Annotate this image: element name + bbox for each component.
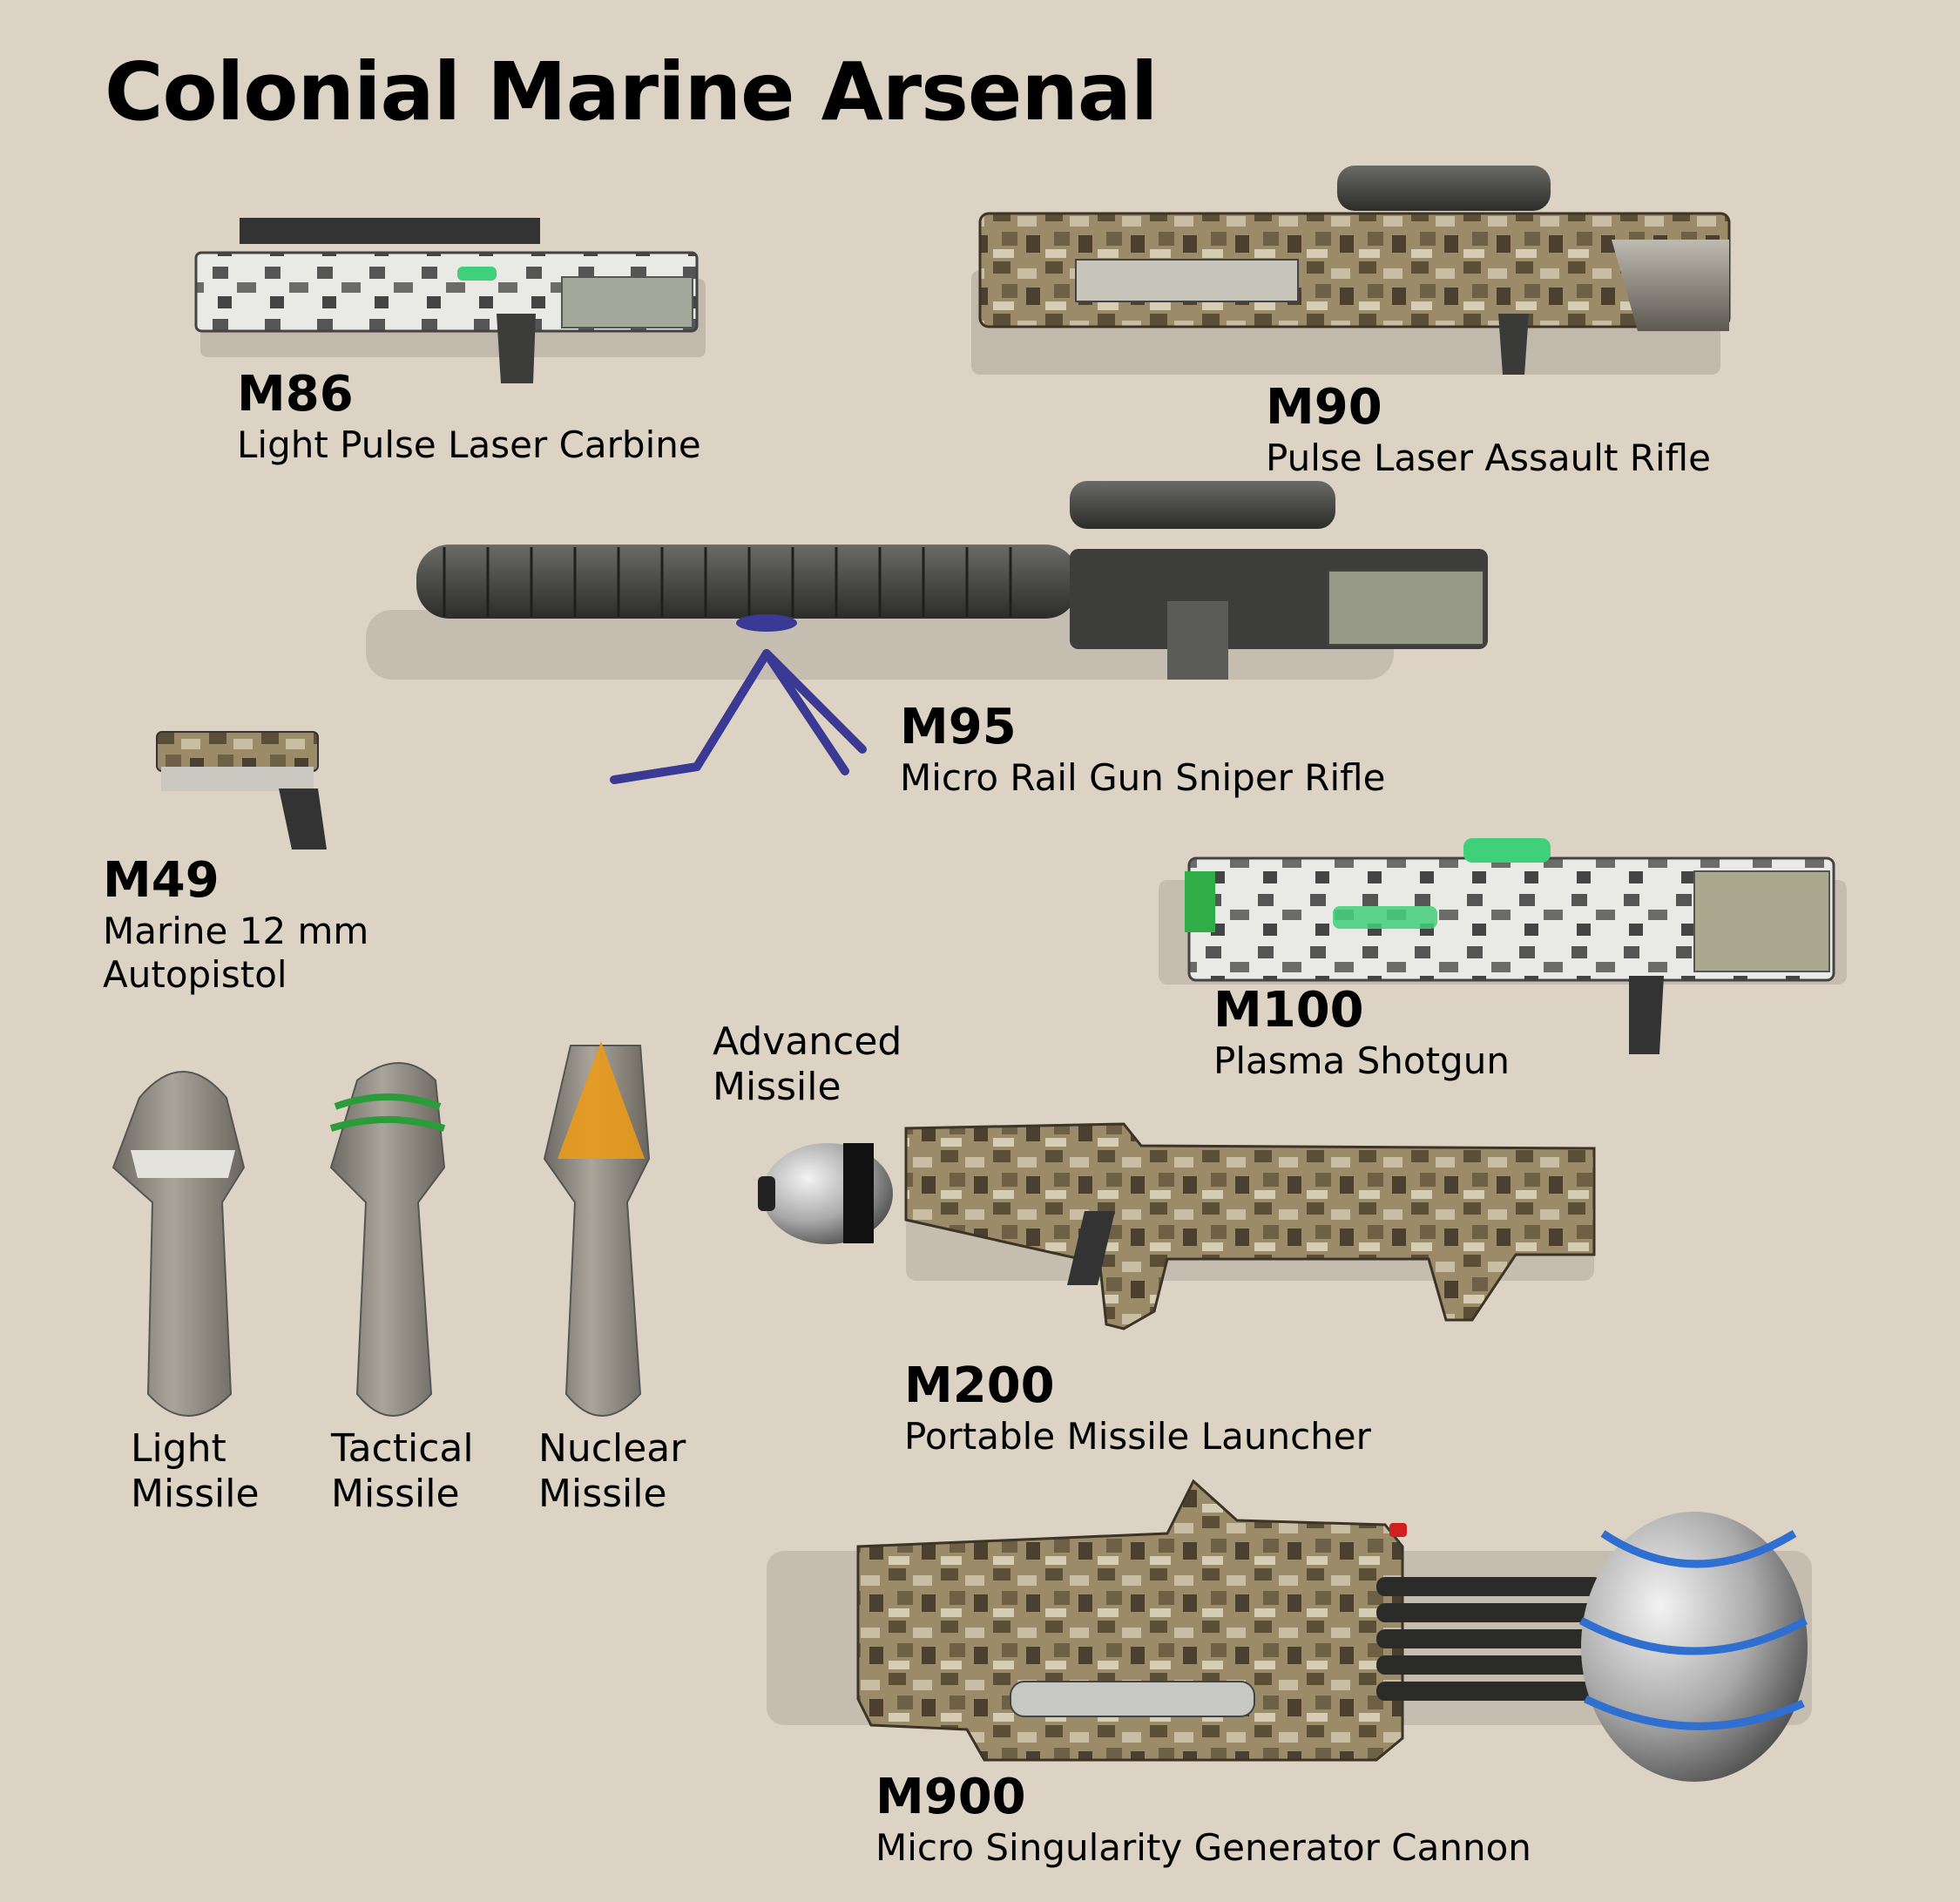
label-advanced-missile: Advanced Missile bbox=[713, 1019, 902, 1109]
label-m86: M86 Light Pulse Laser Carbine bbox=[237, 366, 701, 467]
weapon-name: Portable Missile Launcher bbox=[904, 1415, 1371, 1459]
weapon-name: Light Pulse Laser Carbine bbox=[237, 423, 701, 467]
m95-sniper-image bbox=[366, 481, 1488, 784]
weapon-name: Marine 12 mm bbox=[103, 910, 369, 953]
weapon-name: Pulse Laser Assault Rifle bbox=[1266, 437, 1711, 480]
m100-shotgun-image bbox=[1159, 838, 1847, 1054]
weapon-name-line2: Autopistol bbox=[103, 952, 287, 996]
weapon-code: M100 bbox=[1213, 982, 1364, 1039]
nuclear-missile-image bbox=[543, 1041, 651, 1417]
weapon-code: M49 bbox=[103, 852, 220, 909]
label-m90: M90 Pulse Laser Assault Rifle bbox=[1266, 379, 1711, 480]
weapon-name: Plasma Shotgun bbox=[1213, 1039, 1510, 1083]
label-m49: M49 Marine 12 mm Autopistol bbox=[103, 852, 368, 996]
tactical-missile-image bbox=[329, 1062, 446, 1417]
m200-launcher-image bbox=[758, 1122, 1596, 1330]
label-m900: M900 Micro Singularity Generator Cannon bbox=[875, 1769, 1531, 1870]
label-m95: M95 Micro Rail Gun Sniper Rifle bbox=[900, 699, 1385, 800]
m90-rifle-image bbox=[971, 166, 1731, 375]
m86-carbine-image bbox=[194, 218, 706, 383]
label-light-missile: Light Missile bbox=[131, 1426, 260, 1516]
weapon-code: M90 bbox=[1266, 379, 1382, 436]
weapon-code: M200 bbox=[904, 1357, 1055, 1414]
light-missile-image bbox=[112, 1071, 246, 1417]
weapon-name: Micro Rail Gun Sniper Rifle bbox=[900, 756, 1386, 800]
m900-cannon-image bbox=[767, 1479, 1812, 1782]
label-tactical-missile: Tactical Missile bbox=[331, 1426, 474, 1516]
weapon-code: M95 bbox=[900, 699, 1017, 755]
label-m200: M200 Portable Missile Launcher bbox=[904, 1357, 1371, 1459]
page-title: Colonial Marine Arsenal bbox=[105, 45, 1158, 139]
weapon-code: M900 bbox=[875, 1769, 1026, 1825]
weapon-name: Micro Singularity Generator Cannon bbox=[875, 1826, 1531, 1870]
m49-pistol-image bbox=[156, 731, 327, 849]
label-nuclear-missile: Nuclear Missile bbox=[538, 1426, 686, 1516]
weapon-code: M86 bbox=[237, 366, 354, 423]
label-m100: M100 Plasma Shotgun bbox=[1213, 982, 1510, 1083]
